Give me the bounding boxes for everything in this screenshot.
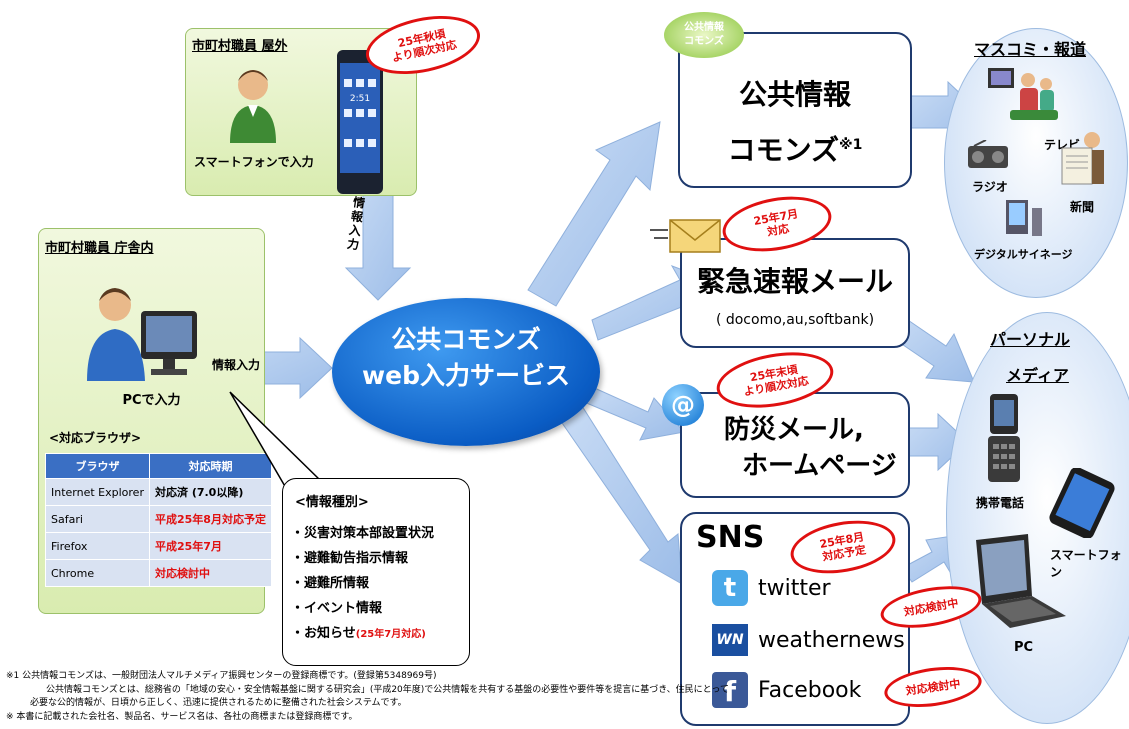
mass-media-title: マスコミ・報道: [974, 40, 1087, 59]
disaster-mail-panel: 防災メール, ホームページ: [680, 392, 910, 498]
table-row: Chrome 対応検討中: [45, 559, 272, 587]
sns-title: SNS: [696, 520, 765, 555]
personal-media-title-1: パーソナル: [990, 330, 1071, 349]
table-row: Safari 平成25年8月対応予定: [45, 505, 272, 533]
media-signage-label: デジタルサイネージ: [974, 248, 1073, 261]
svg-text:2:51: 2:51: [350, 94, 370, 104]
web-input-service-ellipse: [332, 298, 600, 446]
arrow-to-bousai: [583, 385, 685, 441]
info-types-list: ・災害対策本部設置状況 ・避難勧告指示情報 ・避難所情報 ・イベント情報 ・お知…: [291, 521, 434, 647]
newspaper-reader-icon: [1061, 132, 1104, 185]
office-staff-title: 市町村職員 庁舎内: [45, 241, 154, 256]
outdoor-staff-title: 市町村職員 屋外: [192, 39, 288, 54]
laptop-pc-icon: [976, 534, 1066, 628]
list-item: ・災害対策本部設置状況: [291, 526, 435, 541]
weathernews-icon: WN: [712, 624, 748, 656]
list-item: ・避難勧告指示情報: [291, 551, 409, 566]
smartphone-device-icon: 2:51: [337, 50, 383, 194]
envelope-icon: [650, 219, 721, 253]
list-item: ・避難所情報: [291, 576, 370, 591]
emergency-mail-panel: 緊急速報メール ( docomo,au,softbank): [680, 238, 910, 348]
footnote-3: 必要な公的情報が、日頃から正しく、迅速に提供されるために整備された社会システムで…: [30, 698, 407, 708]
office-staff-caption: PCで入力: [122, 393, 181, 408]
callout-tail: [229, 391, 324, 489]
facebook-icon: f: [712, 672, 748, 708]
sns-facebook-label: Facebook: [758, 678, 862, 703]
personal-smartphone-label: スマートフォン: [1050, 548, 1122, 579]
arrow-label-left: 情報入力: [212, 358, 261, 372]
personal-media-title-2: メディア: [1006, 366, 1069, 385]
emergency-mail-title: 緊急速報メール: [696, 265, 893, 298]
commons-logo: 公共情報コモンズ: [664, 12, 744, 58]
browser-col-header: ブラウザ: [45, 453, 150, 479]
emergency-mail-carriers: ( docomo,au,softbank): [715, 312, 875, 328]
table-row: Firefox 平成25年7月: [45, 532, 272, 560]
media-newspaper-label: 新聞: [1070, 200, 1095, 214]
browser-heading: <対応ブラウザ>: [49, 431, 142, 445]
staff-person-icon: [230, 70, 276, 143]
commons-panel: 公共情報 コモンズ※1: [678, 32, 912, 188]
sns-weathernews-label: weathernews: [758, 628, 905, 653]
list-item: ・お知らせ(25年7月対応): [291, 626, 426, 641]
footnote-1: ※1 公共情報コモンズは、一般財団法人マルチメディア振興センターの登録商標です。…: [6, 671, 437, 681]
info-types-panel: <情報種別> ・災害対策本部設置状況 ・避難勧告指示情報 ・避難所情報 ・イベン…: [282, 478, 470, 666]
mobile-phone-icon: [988, 394, 1020, 482]
info-types-heading: <情報種別>: [295, 495, 369, 510]
browser-table: ブラウザ 対応時期 Internet Explorer 対応済 (7.0以降) …: [45, 453, 272, 587]
staff-at-pc-icon: [87, 288, 197, 381]
personal-phone-label: 携帯電話: [976, 496, 1025, 510]
outdoor-staff-caption: スマートフォンで入力: [194, 155, 314, 169]
media-radio-label: ラジオ: [972, 180, 1008, 194]
commons-label: 公共情報 コモンズ※1: [727, 78, 863, 167]
tv-family-icon: [988, 68, 1058, 120]
twitter-icon: t: [712, 570, 748, 606]
center-label: 公共コモンズ web入力サービス: [362, 325, 570, 390]
personal-pc-label: PC: [1014, 640, 1034, 655]
smartphone-icon: [1049, 468, 1115, 538]
footnote-4: ※ 本書に記載された会社名、製品名、サービス名は、各社の商標または登録商標です。: [6, 712, 358, 722]
list-item: ・イベント情報: [291, 601, 383, 616]
disaster-mail-label: 防災メール, ホームページ: [724, 415, 897, 481]
radio-icon: [968, 140, 1008, 168]
at-mail-icon: @: [662, 384, 704, 426]
digital-signage-icon: [1006, 200, 1042, 236]
sns-twitter-label: twitter: [758, 576, 831, 601]
arrow-to-commons: [527, 121, 661, 307]
footnote-2: 公共情報コモンズとは、総務省の「地域の安心・安全情報基盤に関する研究会」(平成2…: [46, 685, 729, 695]
office-staff-panel: 市町村職員 庁舎内 PCで入力 <対応ブラウザ> ブラウザ 対応時期 Inter…: [38, 228, 272, 614]
